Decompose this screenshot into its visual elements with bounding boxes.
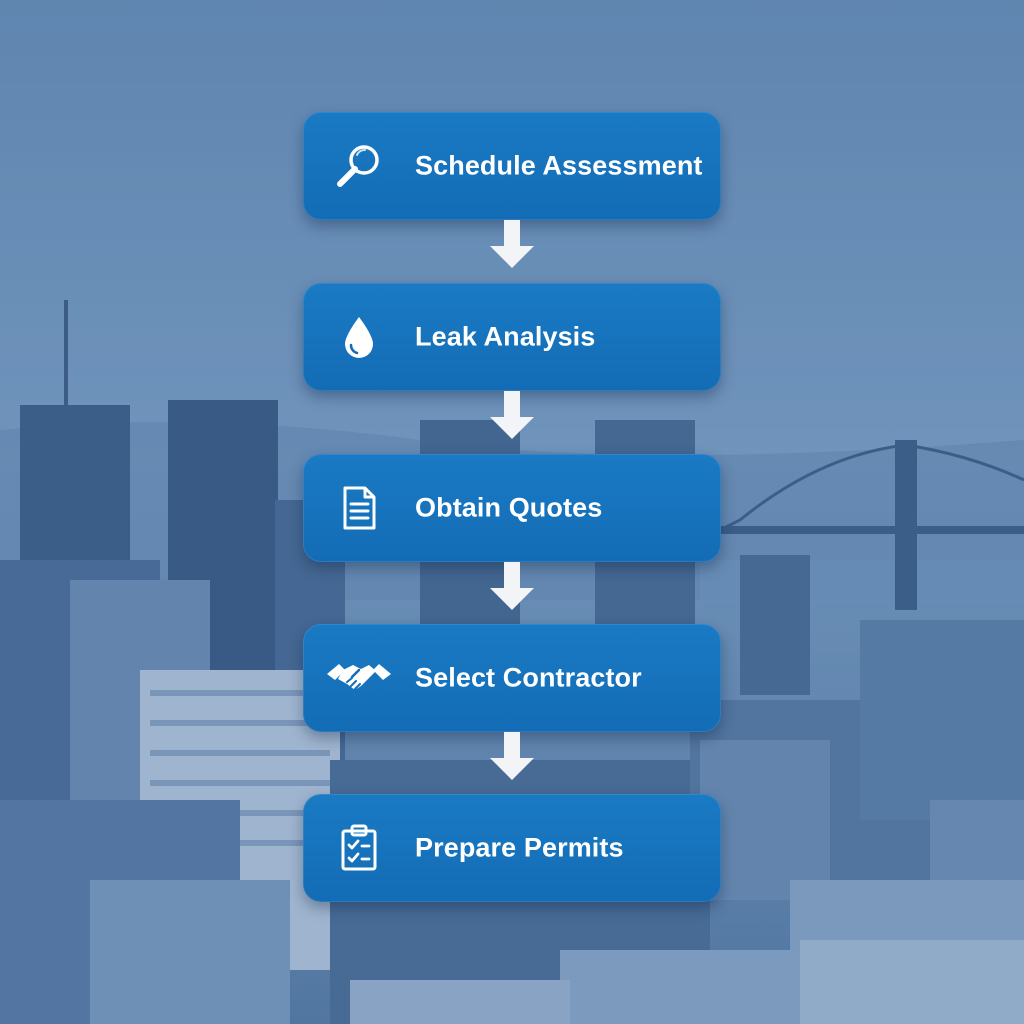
step-label: Leak Analysis (415, 321, 596, 352)
clipboard-checklist-icon (331, 820, 387, 876)
step-schedule-assessment: Schedule Assessment (303, 112, 721, 220)
down-arrow-icon (490, 220, 534, 268)
handshake-icon (325, 650, 393, 706)
step-select-contractor: Select Contractor (303, 624, 721, 732)
magnifier-icon (331, 138, 387, 194)
document-icon (331, 480, 387, 536)
step-label: Schedule Assessment (415, 150, 703, 181)
step-leak-analysis: Leak Analysis (303, 283, 721, 391)
step-label: Select Contractor (415, 662, 642, 693)
bridge (699, 440, 1024, 610)
step-prepare-permits: Prepare Permits (303, 794, 721, 902)
step-obtain-quotes: Obtain Quotes (303, 454, 721, 562)
down-arrow-icon (490, 562, 534, 610)
down-arrow-icon (490, 732, 534, 780)
step-label: Prepare Permits (415, 832, 624, 863)
step-label: Obtain Quotes (415, 492, 603, 523)
down-arrow-icon (490, 391, 534, 439)
water-drop-icon (331, 309, 387, 365)
